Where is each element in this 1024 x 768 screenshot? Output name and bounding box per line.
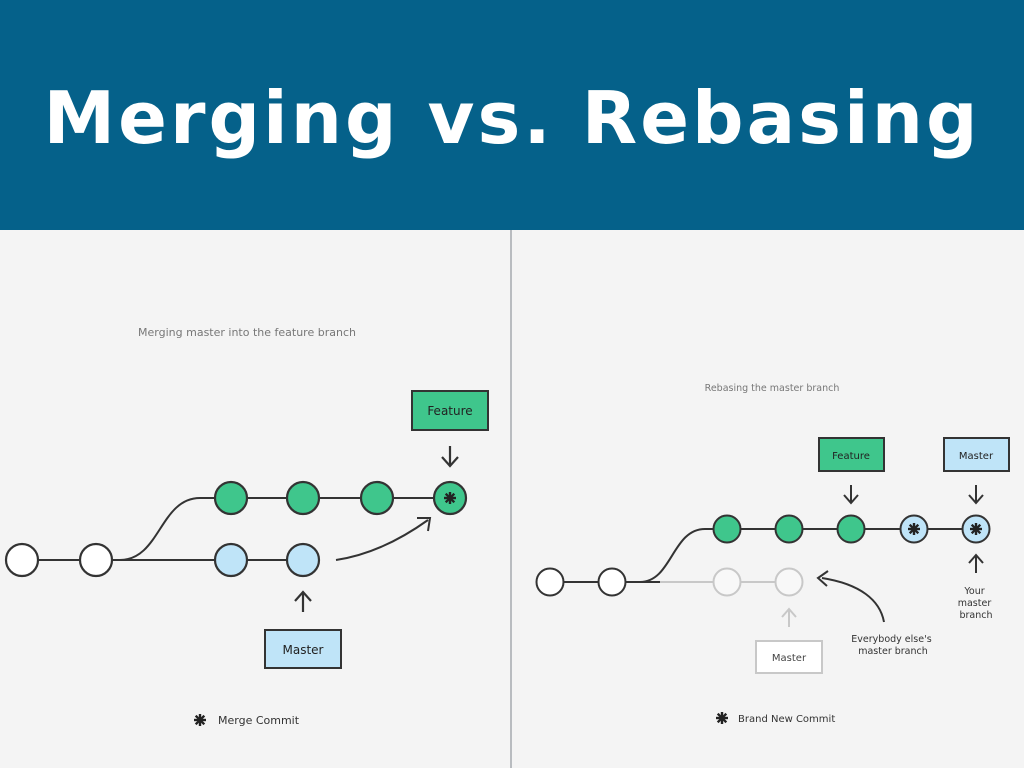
feature-label-box [411, 390, 489, 431]
commit-node [597, 567, 627, 597]
title-banner: Merging vs. Rebasing [0, 0, 1024, 230]
arrow-up-icon [968, 553, 984, 573]
feature-commit-node [774, 514, 804, 544]
feature-line [119, 497, 450, 561]
asterisk-icon [192, 712, 208, 728]
commit-node [535, 567, 565, 597]
old-master-label: Master [772, 653, 807, 664]
rebase-panel: Rebasing the master branch Feature [535, 383, 1010, 726]
rebased-line [639, 528, 976, 583]
feature-commit-node [712, 514, 742, 544]
others-arrow [821, 577, 885, 623]
your-master-note: Your master branch [958, 586, 995, 621]
arrow-down-icon [968, 485, 984, 505]
merge-legend: Merge Commit [218, 714, 300, 727]
asterisk-icon [968, 521, 984, 537]
old-master-commit-node [712, 567, 742, 597]
others-arrow-head [816, 570, 829, 587]
merge-caption: Merging master into the feature branch [138, 326, 356, 339]
feature-commit-node [359, 480, 395, 516]
arrow-down-icon [441, 446, 459, 468]
merge-arrow-head [417, 517, 432, 532]
rebase-legend: Brand New Commit [738, 714, 835, 725]
page-title: Merging vs. Rebasing [43, 76, 981, 160]
master-label-box [264, 629, 342, 669]
feature-commit-node [285, 480, 321, 516]
master-label-box [943, 437, 1010, 472]
asterisk-icon [442, 490, 458, 506]
feature-label-box [818, 437, 885, 472]
master-commit-node [285, 542, 321, 578]
arrow-up-icon [781, 607, 797, 627]
commit-node [78, 542, 114, 578]
asterisk-icon [906, 521, 922, 537]
others-master-note: Everybody else's master branch [851, 634, 934, 657]
arrow-up-icon [294, 590, 312, 612]
rebase-caption: Rebasing the master branch [705, 383, 840, 394]
feature-commit-node [213, 480, 249, 516]
old-master-label-box [755, 640, 823, 674]
master-label: Master [959, 451, 994, 462]
old-master-commit-node [774, 567, 804, 597]
commit-node [4, 542, 40, 578]
master-commit-node [213, 542, 249, 578]
master-label: Master [283, 643, 324, 657]
git-diagram: Merging master into the feature branch F… [4, 230, 1010, 768]
asterisk-icon [714, 710, 730, 726]
feature-label: Feature [832, 451, 870, 462]
feature-label: Feature [427, 404, 472, 418]
arrow-down-icon [843, 485, 859, 505]
feature-commit-node [836, 514, 866, 544]
merge-arrow [335, 519, 429, 561]
merge-panel: Merging master into the feature branch F… [4, 326, 489, 728]
